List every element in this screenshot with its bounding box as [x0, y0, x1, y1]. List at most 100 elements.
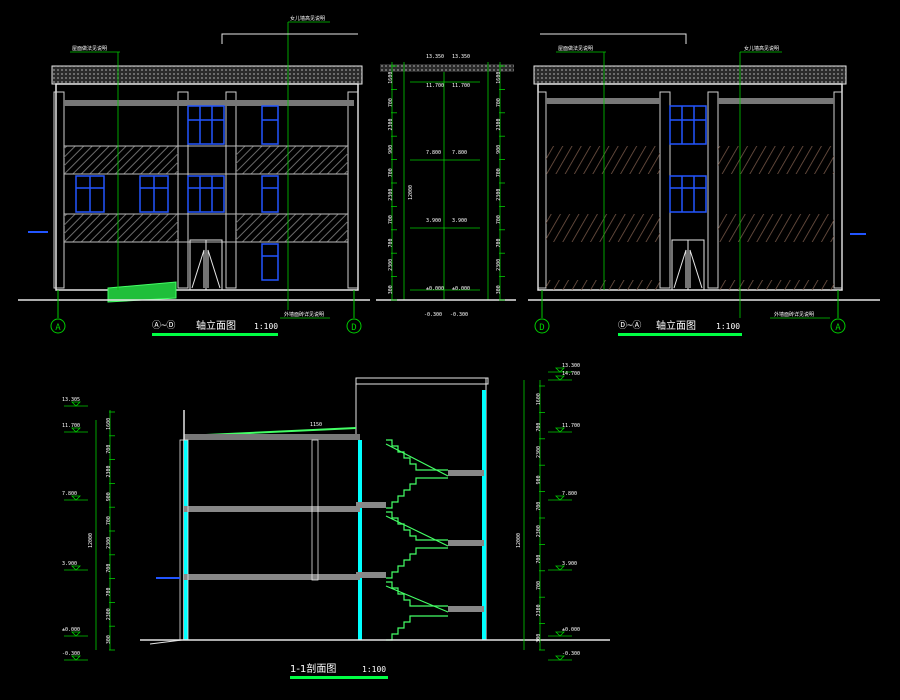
- dimension-label: 2300: [106, 608, 112, 620]
- level-triangle: [71, 495, 81, 501]
- stair-wall-glass: [482, 390, 486, 640]
- level-label: ±0.000: [62, 627, 80, 633]
- column-right: [347, 91, 359, 289]
- level-triangle: [71, 655, 81, 661]
- floor-band-1-right: [236, 214, 348, 242]
- floor-band-3: [64, 100, 354, 106]
- dimension-label: 2300: [106, 465, 112, 477]
- dimension-label: 900: [388, 145, 394, 154]
- level-label: 13.350: [426, 54, 444, 60]
- dimension-label: 1600: [496, 72, 502, 84]
- exterior-wall-glass: [184, 440, 188, 640]
- dimension-label: 2300: [388, 189, 394, 201]
- dimension-label: 700: [496, 168, 502, 177]
- dimension-label: 700: [106, 564, 112, 573]
- roof-dimension: 1150: [310, 422, 322, 428]
- roof-note: 屋面做法见说明: [72, 45, 107, 52]
- dimension-label: 1600: [106, 418, 112, 430]
- floor-band: [546, 214, 660, 242]
- parapet-note: 女儿墙高见说明: [744, 45, 779, 52]
- dimension-label: 900: [536, 475, 542, 484]
- landing-2: [356, 572, 386, 578]
- floor-slab-2: [184, 574, 360, 580]
- level-label: -0.300: [62, 651, 80, 657]
- level-label: 13.300: [562, 363, 580, 369]
- level-triangle: [71, 631, 81, 637]
- level-triangle: [71, 427, 81, 433]
- drawing-title: 轴立面图: [196, 319, 236, 332]
- section-title: 1-1剖面图: [290, 662, 336, 675]
- dimension-label: 700: [388, 215, 394, 224]
- section-1-1: 13.305 11.700 7.800 3.900 ±0.000 -0.300 13.30…: [62, 363, 610, 679]
- dimension-label: 2300: [536, 604, 542, 616]
- dimension-label: 900: [496, 145, 502, 154]
- total-dimension: 12000: [88, 533, 94, 548]
- title-underline: [152, 333, 278, 336]
- dimension-label: 2300: [536, 446, 542, 458]
- level-label: 3.900: [562, 561, 577, 567]
- dimension-label: 2300: [496, 259, 502, 271]
- dimension-label: 700: [536, 423, 542, 432]
- dimension-label: 700: [496, 238, 502, 247]
- side-parapet: [380, 64, 514, 72]
- floor-band: [718, 146, 834, 174]
- level-label: 7.800: [62, 491, 77, 497]
- parapet-note: 女儿墙高见说明: [290, 15, 325, 22]
- dimension-label: 700: [388, 98, 394, 107]
- level-label: 3.900: [452, 218, 467, 224]
- level-triangle: [555, 495, 565, 501]
- level-label: 13.305: [62, 397, 80, 403]
- side-elevation: 13.350 13.350 11.700 11.700 7.800 7.800 …: [376, 54, 516, 318]
- entrance-door: [189, 239, 223, 291]
- dimension-label: 700: [106, 516, 112, 525]
- level-label: 3.900: [426, 218, 441, 224]
- floor-band-2-right: [236, 146, 348, 174]
- floor-slab-3: [184, 506, 360, 512]
- title-underline: [290, 676, 388, 679]
- landing-mid-1: [448, 606, 484, 612]
- axis-bubble-right: [830, 318, 846, 334]
- dimension-label: 300: [536, 634, 542, 643]
- interior-wall-glass: [358, 440, 362, 640]
- axis-bubble-left: [50, 318, 66, 334]
- title-underline: [618, 333, 742, 336]
- floor-band: [546, 146, 660, 174]
- dimension-label: 300: [496, 285, 502, 294]
- plinth-band: [546, 280, 660, 290]
- level-label: ±0.000: [452, 286, 470, 292]
- ramp: [107, 281, 177, 303]
- dimension-label: 700: [496, 98, 502, 107]
- dimension-label: 2300: [388, 118, 394, 130]
- dimension-label: 1600: [388, 72, 394, 84]
- axis-label-right: D: [351, 323, 356, 333]
- drawing-title-axes: Ⓐ~Ⓓ: [152, 320, 175, 331]
- window-group: [75, 105, 279, 281]
- column-mid-right: [225, 91, 237, 289]
- level-label: ±0.000: [426, 286, 444, 292]
- level-label: 11.700: [62, 423, 80, 429]
- dimension-label: 700: [388, 168, 394, 177]
- floor-band-2: [64, 146, 178, 174]
- level-label: 13.350: [452, 54, 470, 60]
- stair-tower-roof: [355, 377, 489, 385]
- level-triangle: [555, 655, 565, 661]
- level-label: -0.300: [424, 312, 442, 318]
- axis-bubble-right: [346, 318, 362, 334]
- dimension-label: 2300: [496, 189, 502, 201]
- floor-band: [718, 214, 834, 242]
- level-triangle: [71, 565, 81, 571]
- axis-label-left: A: [55, 323, 61, 333]
- dimension-label: 700: [536, 555, 542, 564]
- dimension-label: 300: [388, 285, 394, 294]
- landing-mid-3: [448, 470, 484, 476]
- column-mid-left: [177, 91, 189, 289]
- level-triangle: [71, 401, 81, 407]
- dimension-label: 1600: [536, 393, 542, 405]
- level-label: 7.800: [452, 150, 467, 156]
- elevation-d-a: D A 屋面做法见说明 女儿墙高见说明 外墙面砖详见说明 Ⓓ~Ⓐ 轴立面图 1:…: [528, 33, 880, 336]
